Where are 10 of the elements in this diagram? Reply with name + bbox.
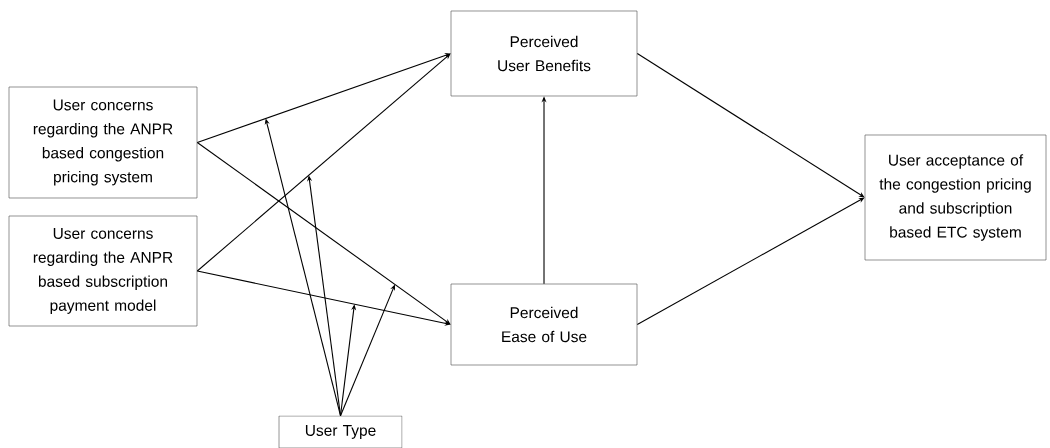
concept-box: User acceptance of the congestion pricing and subscription based ETC system bbox=[864, 134, 1047, 261]
arrow bbox=[196, 53, 451, 272]
arrow bbox=[636, 197, 865, 326]
concept-box: Perceived User Benefits bbox=[450, 10, 638, 97]
concept-box: User concerns regarding the ANPR based congestion pricing system bbox=[8, 86, 198, 199]
concept-box: Perceived Ease of Use bbox=[450, 283, 638, 366]
arrow bbox=[196, 141, 451, 325]
arrow bbox=[636, 52, 865, 198]
concept-box: User Type bbox=[278, 415, 403, 448]
concept-box: User concerns regarding the ANPR based subscription payment model bbox=[8, 215, 198, 327]
